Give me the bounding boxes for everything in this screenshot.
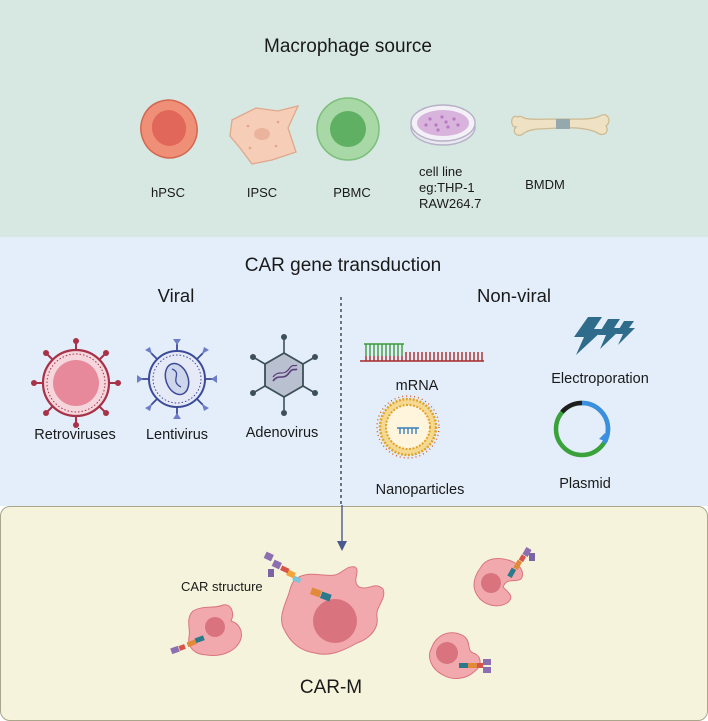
source-title: Macrophage source — [264, 36, 432, 57]
car-transduction-panel: CAR gene transduction Viral Non-viral Re… — [0, 237, 708, 507]
adenovirus-label: Adenovirus — [245, 425, 319, 441]
bmdm-label: BMDM — [525, 177, 565, 192]
pbmc-label: PBMC — [333, 185, 371, 200]
nonviral-heading: Non-viral — [476, 285, 552, 306]
car-macrophage-small-icon — [473, 547, 535, 607]
viral-heading: Viral — [157, 285, 195, 306]
retrovirus-icon — [31, 338, 121, 428]
pbmc-cell-icon — [316, 97, 380, 161]
transduction-title: CAR gene transduction — [244, 255, 442, 276]
retrovirus-label: Retroviruses — [34, 427, 116, 443]
mrna-icon — [360, 343, 484, 362]
ipsc-cell-icon — [229, 105, 300, 165]
hpsc-cell-icon — [140, 99, 198, 159]
bone-icon — [511, 114, 610, 136]
car-m-label: CAR-M — [299, 677, 363, 698]
cell-line-label-line: RAW264.7 — [419, 196, 482, 211]
ipsc-label: IPSC — [246, 185, 278, 200]
hpsc-label: hPSC — [151, 185, 185, 200]
plasmid-label: Plasmid — [559, 476, 611, 492]
lentivirus-icon — [137, 339, 217, 419]
cell-line-label: cell line eg:THP-1 RAW264.7 — [419, 164, 481, 212]
plasmid-icon — [553, 400, 611, 458]
mrna-label: mRNA — [395, 378, 439, 394]
cell-line-label-line: cell line — [419, 164, 463, 179]
petri-dish-icon — [410, 104, 476, 146]
nanoparticles-label: Nanoparticles — [375, 482, 465, 498]
macrophage-source-panel: Macrophage source hPSC IPSC PBMC cell li… — [0, 0, 708, 237]
car-structure-label: CAR structure — [181, 579, 263, 594]
adenovirus-icon — [250, 334, 318, 416]
car-macrophage-small-icon — [170, 604, 242, 656]
car-macrophage-large-icon — [263, 551, 385, 655]
lentivirus-label: Lentivirus — [145, 427, 209, 443]
car-m-panel: CAR structure — [0, 505, 708, 721]
electroporation-label: Electroporation — [551, 371, 649, 387]
cell-line-label-line: eg:THP-1 — [419, 180, 475, 195]
viral-divider-line — [340, 297, 342, 507]
down-arrow-icon — [337, 505, 347, 551]
car-macrophage-small-icon — [429, 632, 491, 679]
nanoparticle-icon — [376, 395, 440, 459]
electroporation-icon — [574, 317, 635, 355]
